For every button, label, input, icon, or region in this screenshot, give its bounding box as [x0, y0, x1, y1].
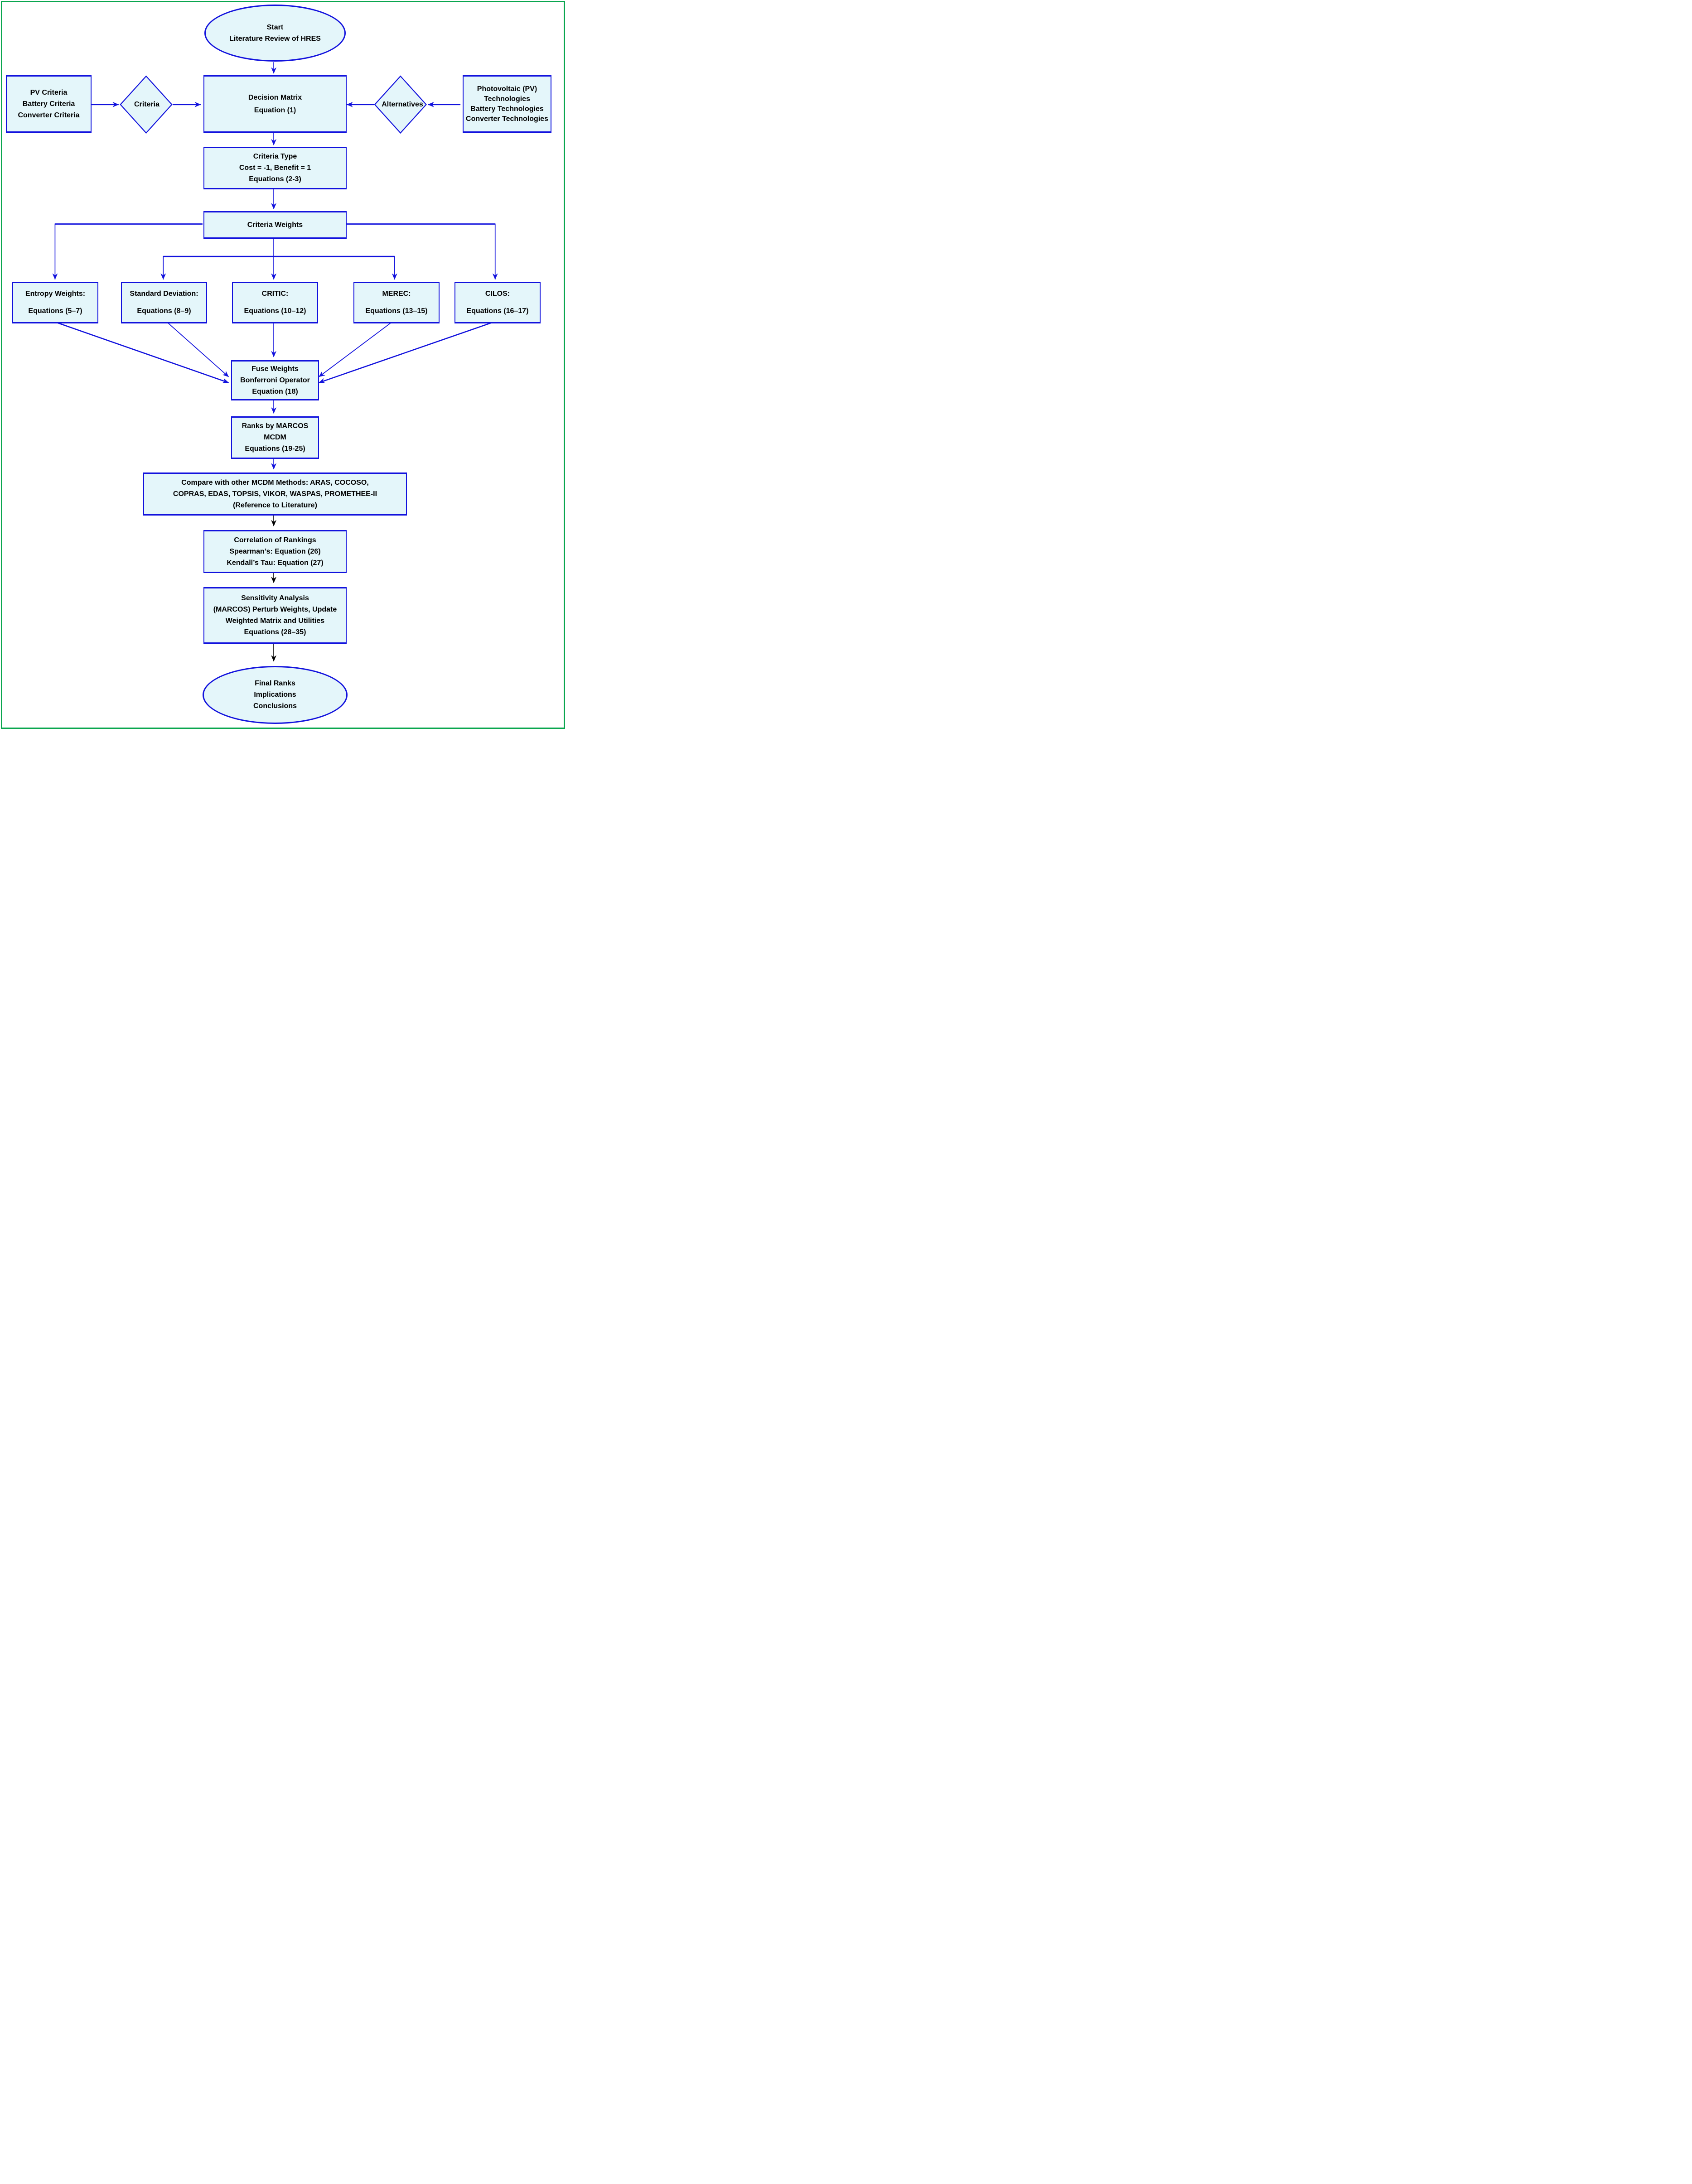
- criteria-type-box: Criteria Type Cost = -1, Benefit = 1 Equ…: [203, 147, 347, 189]
- pv-criteria-line: Battery Criteria: [22, 100, 75, 108]
- entropy-weights-box: Entropy Weights: Equations (5–7): [12, 282, 98, 323]
- final-line: Conclusions: [253, 702, 297, 710]
- start-line: Literature Review of HRES: [229, 34, 321, 43]
- final-line: Final Ranks: [255, 680, 295, 687]
- fuse-weights-line: Equation (18): [252, 387, 298, 395]
- marcos-ranks-box: Ranks by MARCOS MCDM Equations (19-25): [231, 416, 319, 459]
- compare-mcdm-box: Compare with other MCDM Methods: ARAS, C…: [143, 472, 407, 516]
- critic-line: CRITIC:: [261, 290, 289, 298]
- compare-line: (Reference to Literature): [233, 501, 317, 509]
- alternatives-diamond-label: Alternatives: [382, 101, 423, 108]
- stddev-line: Equations (8–9): [137, 307, 191, 315]
- decision-matrix-box: Decision Matrix Equation (1): [203, 75, 347, 133]
- cilos-line: Equations (16–17): [466, 307, 529, 315]
- start-line: Start: [266, 23, 284, 31]
- pv-criteria-line: PV Criteria: [30, 88, 68, 96]
- correlation-line: Kendall’s Tau: Equation (27): [227, 559, 324, 567]
- compare-line: Compare with other MCDM Methods: ARAS, C…: [181, 478, 369, 487]
- correlation-line: Spearman’s: Equation (26): [229, 547, 321, 555]
- entropy-line: Entropy Weights:: [25, 290, 86, 298]
- criteria-weights-box: Criteria Weights: [203, 211, 347, 239]
- decision-matrix-line: Equation (1): [254, 106, 296, 114]
- final-ranks-ellipse: Final Ranks Implications Conclusions: [203, 666, 348, 724]
- flow-arrows-layer: [52, 62, 498, 662]
- final-line: Implications: [254, 691, 296, 699]
- merec-box: MEREC: Equations (13–15): [353, 282, 440, 323]
- edge-entropy-to-fuse: [57, 322, 229, 384]
- criteria-type-line: Criteria Type: [253, 153, 297, 160]
- fuse-weights-line: Bonferroni Operator: [240, 376, 310, 384]
- technologies-line: Battery Technologies: [470, 105, 544, 113]
- entropy-line: Equations (5–7): [28, 307, 82, 315]
- criteria-weights-line: Criteria Weights: [247, 221, 303, 229]
- compare-line: COPRAS, EDAS, TOPSIS, VIKOR, WASPAS, PRO…: [173, 490, 377, 498]
- sensitivity-line: Equations (28–35): [244, 628, 306, 636]
- critic-box: CRITIC: Equations (10–12): [232, 282, 318, 323]
- edge-merec-to-fuse: [319, 322, 392, 377]
- sensitivity-line: Weighted Matrix and Utilities: [225, 617, 325, 625]
- alternatives-diamond-shape: [374, 75, 427, 134]
- technologies-line: Converter Technologies: [466, 115, 548, 123]
- correlation-line: Correlation of Rankings: [234, 536, 316, 544]
- marcos-line: Ranks by MARCOS: [242, 422, 309, 430]
- cilos-line: CILOS:: [485, 290, 510, 298]
- edge-cilos-to-fuse: [319, 322, 492, 384]
- decision-matrix-line: Decision Matrix: [248, 93, 302, 101]
- standard-deviation-box: Standard Deviation: Equations (8–9): [121, 282, 207, 323]
- technologies-line: Photovoltaic (PV): [477, 85, 537, 93]
- pv-criteria-line: Converter Criteria: [18, 111, 80, 119]
- sensitivity-line: Sensitivity Analysis: [241, 594, 309, 602]
- marcos-line: MCDM: [264, 434, 286, 441]
- edge-stddev-to-fuse: [167, 322, 229, 377]
- criteria-type-line: Cost = -1, Benefit = 1: [239, 164, 311, 172]
- correlation-box: Correlation of Rankings Spearman’s: Equa…: [203, 530, 347, 573]
- marcos-line: Equations (19-25): [245, 445, 305, 453]
- start-ellipse: Start Literature Review of HRES: [204, 5, 346, 62]
- diagram-frame: Start Literature Review of HRES PV Crite…: [1, 1, 565, 729]
- stddev-line: Standard Deviation:: [130, 290, 198, 298]
- criteria-type-line: Equations (2-3): [249, 175, 301, 183]
- merec-line: Equations (13–15): [365, 307, 428, 315]
- fuse-weights-box: Fuse Weights Bonferroni Operator Equatio…: [231, 360, 319, 400]
- cilos-box: CILOS: Equations (16–17): [454, 282, 541, 323]
- technologies-line: Technologies: [484, 95, 530, 103]
- sensitivity-line: (MARCOS) Perturb Weights, Update: [213, 606, 337, 613]
- technologies-box: Photovoltaic (PV) Technologies Battery T…: [463, 75, 551, 133]
- sensitivity-analysis-box: Sensitivity Analysis (MARCOS) Perturb We…: [203, 587, 347, 644]
- critic-line: Equations (10–12): [244, 307, 306, 315]
- criteria-diamond-label: Criteria: [134, 101, 160, 108]
- criteria-diamond-shape: [120, 75, 173, 134]
- merec-line: MEREC:: [382, 290, 411, 298]
- pv-criteria-box: PV Criteria Battery Criteria Converter C…: [6, 75, 92, 133]
- fuse-weights-line: Fuse Weights: [251, 365, 299, 373]
